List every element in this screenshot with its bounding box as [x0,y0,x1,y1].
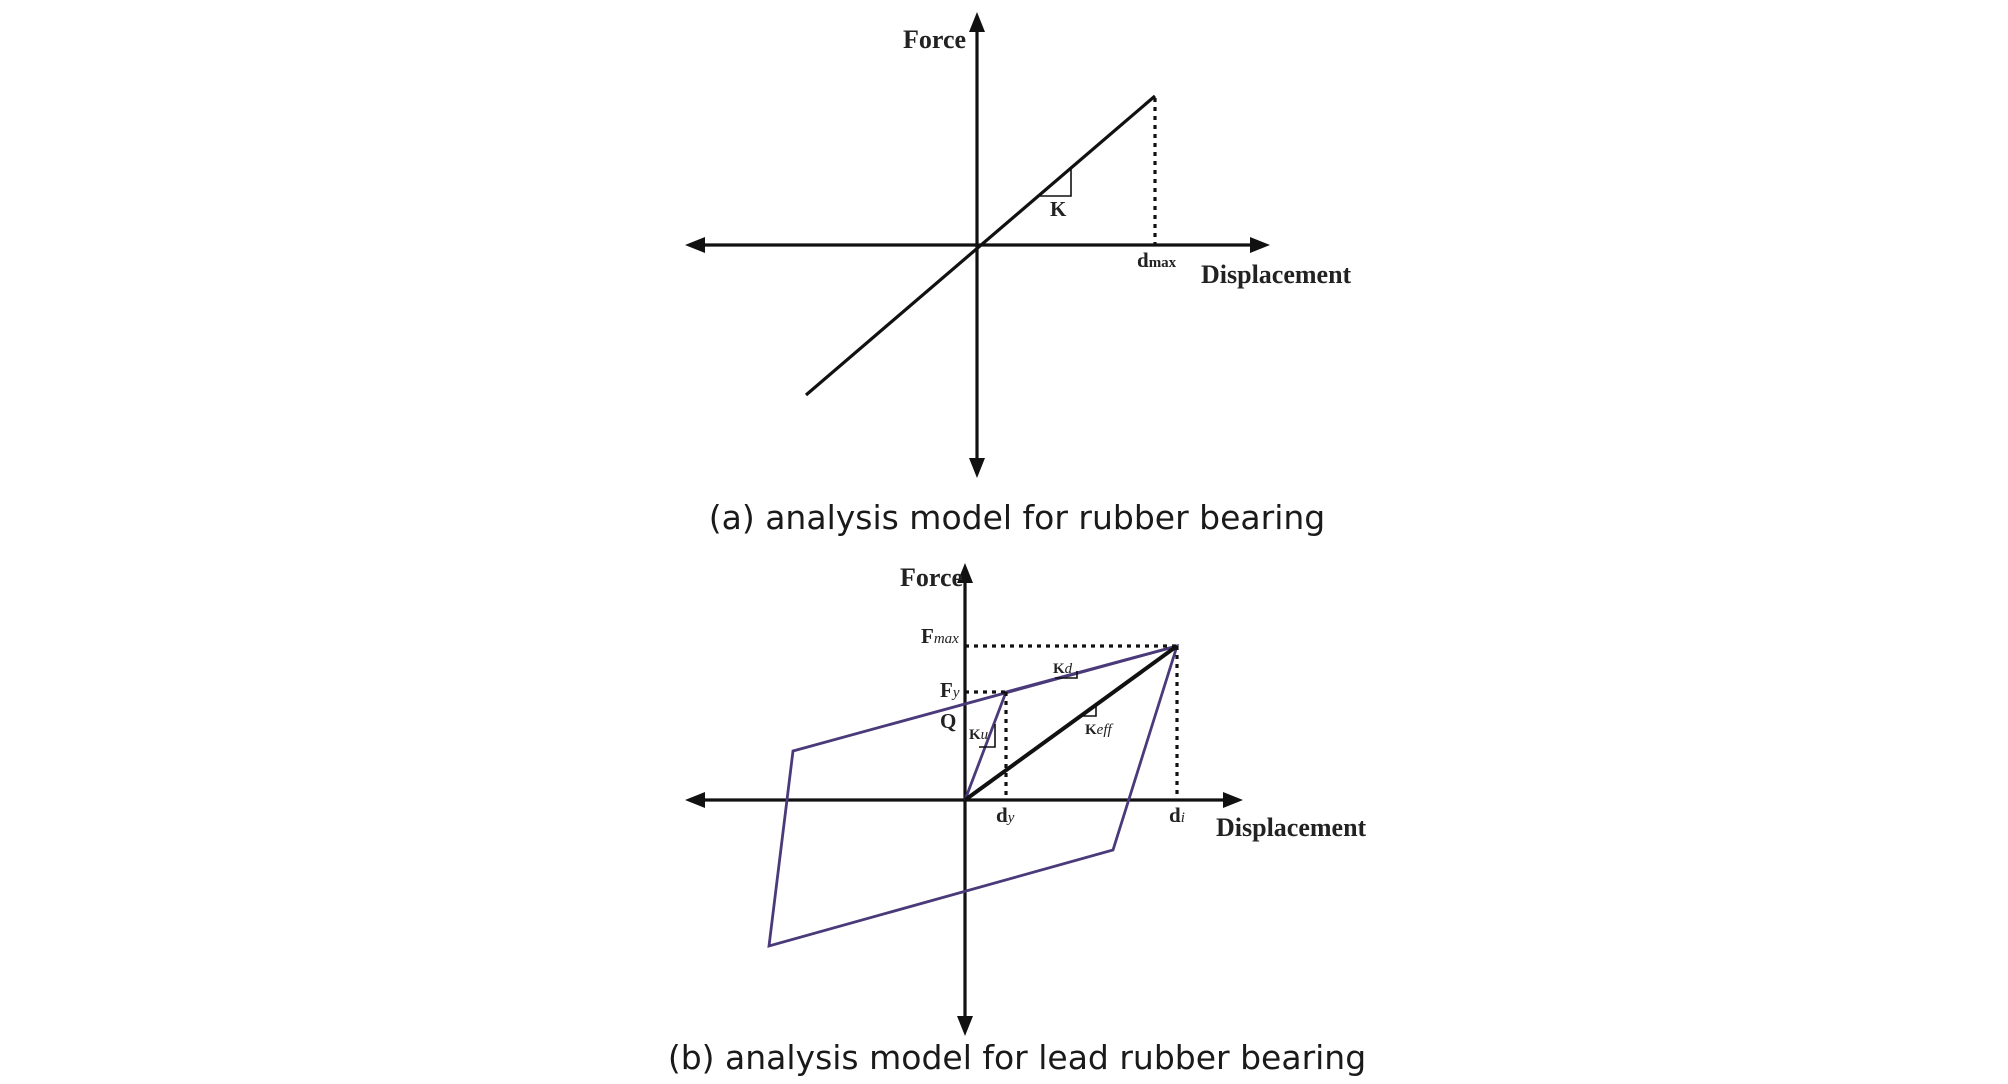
panel-b-displacement-label: Displacement [1216,813,1367,842]
panel-b-kd-label: Kd [1053,661,1073,677]
panel-b-force-label: Force [900,563,963,592]
panel-a-displacement-axis-arrow-left [685,237,705,253]
panel-b-hysteresis-loop [767,643,1180,948]
panel-a-force-axis-arrow-down [969,458,985,478]
panel-b-fy-label: Fy [940,678,960,702]
panel-a-force-label: Force [903,25,966,54]
panel-a-displacement-axis-arrow-right [1250,237,1270,253]
panel-b-force-axis-arrow-up [957,563,973,583]
panel-a-dmax-label: dmax [1137,248,1177,272]
panel-b-force-axis-arrow-down [957,1016,973,1036]
panel-b-dy-label: dy [996,803,1015,827]
panel-b-displacement-axis-arrow-right [1223,792,1243,808]
panel-a-displacement-label: Displacement [1201,260,1352,289]
panel-a-force-axis-arrow-up [969,12,985,32]
panel-b-ku-triangle [979,724,996,748]
panel-b-kd-triangle [1055,671,1078,679]
panel-a-slope-triangle [1040,169,1072,197]
panel-b-di-label: di [1169,803,1185,827]
panel-b-keff-triangle [1079,704,1097,717]
panel-a-slope-label: K [1050,197,1067,221]
panel-b-caption: (b) analysis model for lead rubber beari… [668,1038,1366,1077]
panel-b-q-label: Q [940,709,956,733]
panel-b-keff-label: Keff [1085,722,1113,738]
panel-b-keff-line [963,644,1179,802]
panel-a-linear-curve [804,94,1157,397]
panel-b-displacement-axis-arrow-left [685,792,705,808]
panel-b-fmax-label: Fmax [921,624,959,648]
panel-a: Force Displacement K dmax (a) analysis m… [685,12,1352,537]
panel-b-ku-label: Ku [969,727,988,743]
panel-b: Force Displacement Fmax Fy Q Kd Ku Keff … [668,563,1367,1077]
panel-a-caption: (a) analysis model for rubber bearing [709,498,1325,537]
